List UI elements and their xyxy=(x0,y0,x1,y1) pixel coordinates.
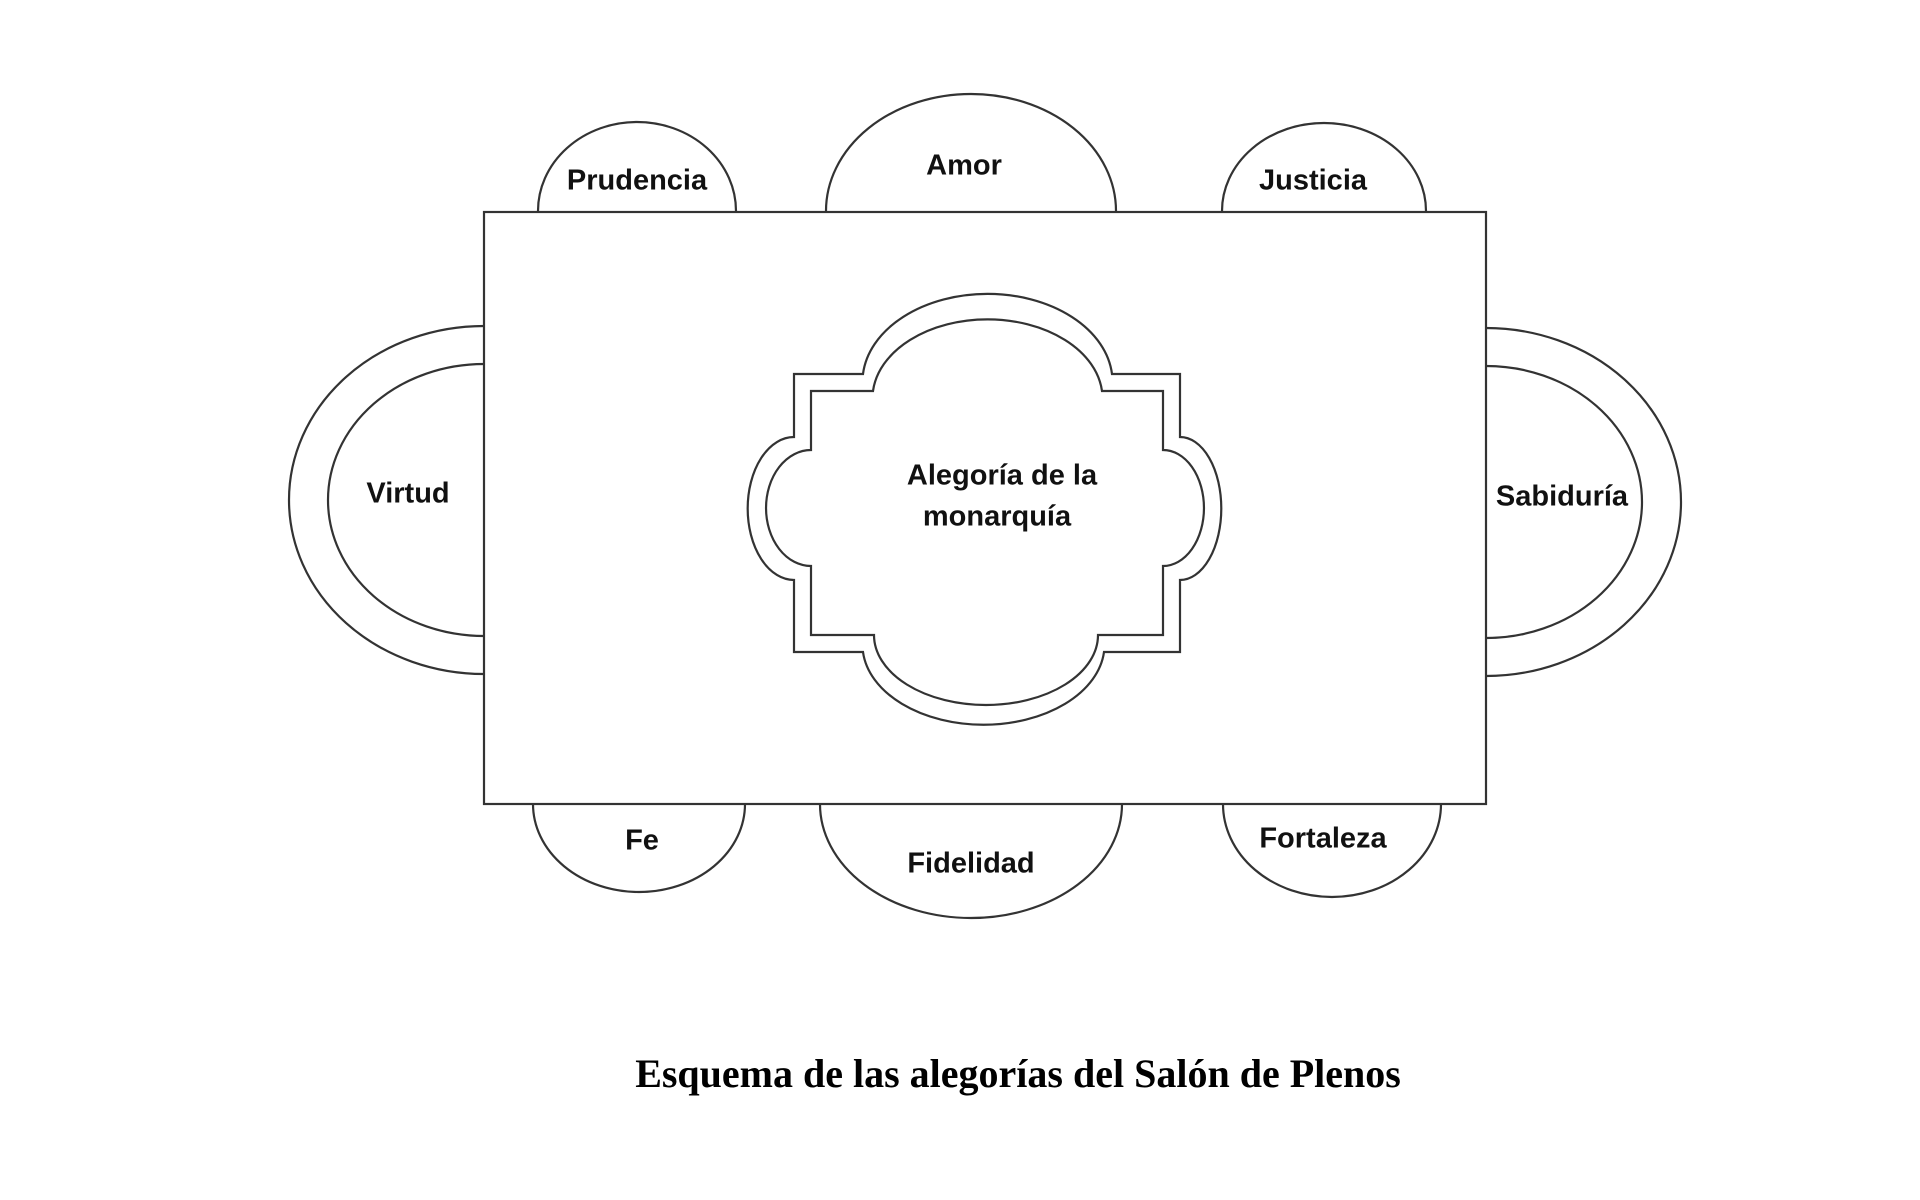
label-fortaleza: Fortaleza xyxy=(1259,823,1387,855)
label-virtud: Virtud xyxy=(366,478,449,510)
figure-caption: Esquema de las alegorías del Salón de Pl… xyxy=(635,1051,1401,1096)
label-justicia: Justicia xyxy=(1259,165,1368,197)
label-fidelidad: Fidelidad xyxy=(907,848,1034,880)
label-amor: Amor xyxy=(926,150,1002,182)
cartouche-inner xyxy=(764,318,1206,707)
label-sabiduria: Sabiduría xyxy=(1496,481,1629,513)
label-fe: Fe xyxy=(625,825,659,857)
label-center-line2: monarquía xyxy=(923,501,1072,533)
label-prudencia: Prudencia xyxy=(567,165,708,197)
label-center-line1: Alegoría de la xyxy=(907,460,1098,492)
